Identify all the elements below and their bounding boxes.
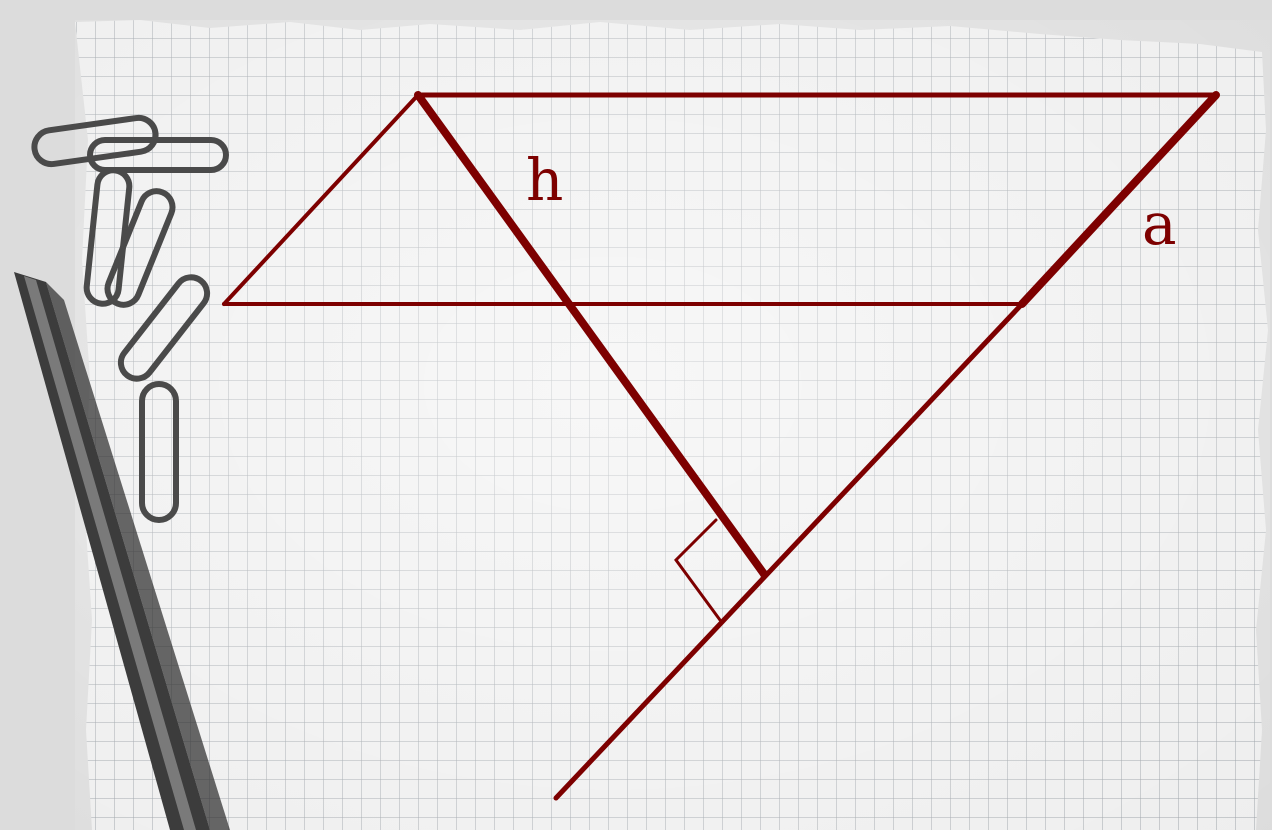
height-h xyxy=(414,91,768,578)
paper-clip-icon xyxy=(31,114,159,168)
extension-line xyxy=(553,301,1025,801)
pencil-icon xyxy=(14,272,230,830)
paper-clips xyxy=(31,114,229,523)
height-label: h xyxy=(526,146,563,214)
paper-clip-icon xyxy=(139,381,179,523)
graph-paper xyxy=(75,20,1270,830)
paper-highlight xyxy=(75,20,1270,830)
parallelogram-diagram xyxy=(222,91,1220,801)
side-label: a xyxy=(1142,190,1177,258)
paper-clip-icon xyxy=(87,137,229,173)
left-side xyxy=(222,93,420,306)
paper-clip-icon xyxy=(117,274,211,382)
right-angle-marker xyxy=(674,518,722,622)
paper-clip-icon xyxy=(104,188,176,308)
side-a xyxy=(1018,91,1220,308)
